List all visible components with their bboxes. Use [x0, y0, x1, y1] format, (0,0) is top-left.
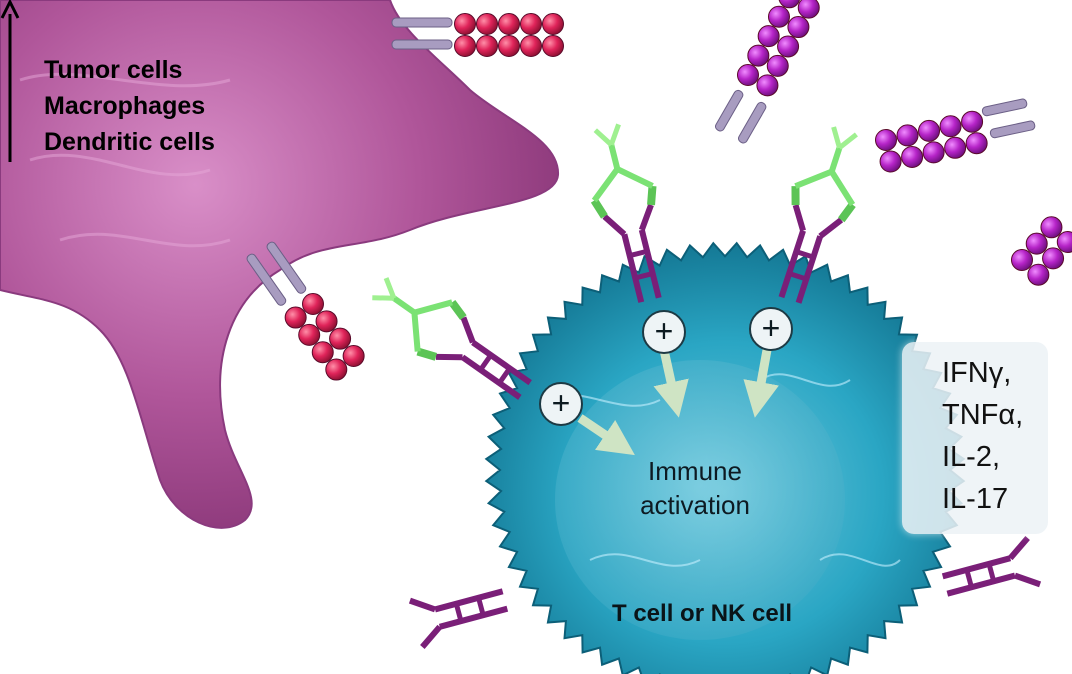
cytokine-list: IFNγ, TNFα, IL-2, IL-17: [942, 352, 1023, 520]
svg-text:+: +: [552, 385, 571, 421]
ligand-bead: [918, 119, 941, 142]
ligand-red-bottom: [246, 241, 365, 381]
receptor: [372, 277, 532, 400]
ligand-bead: [961, 110, 984, 133]
ligand-bead: [901, 145, 924, 168]
svg-text:+: +: [655, 313, 674, 349]
ligand-bead: [325, 358, 348, 381]
ligand-bead: [767, 5, 790, 28]
ligand-bead: [777, 35, 800, 58]
ligand-bead: [342, 345, 365, 368]
activation-arrow-3: [743, 349, 779, 418]
ligand-bead: [965, 132, 988, 155]
plus-circle-icon: +: [749, 307, 793, 351]
ligand-bead: [939, 115, 962, 138]
receptor: [778, 126, 858, 304]
ligand-bead: [311, 341, 334, 364]
ligand-bead: [1042, 247, 1065, 270]
plus-circle-icon: +: [642, 310, 686, 354]
ligand-bead: [298, 323, 321, 346]
antibody: [791, 126, 858, 223]
ligand-bead: [778, 0, 800, 9]
ligand-bead: [476, 35, 498, 57]
ligand-bead: [542, 35, 564, 57]
ligand-bead: [520, 35, 542, 57]
cytokine-panel: [902, 342, 1048, 534]
source-cell-label: Macrophages: [44, 92, 206, 120]
ligand-bead: [737, 64, 759, 86]
immune-activation-label: Immune activation: [640, 456, 750, 520]
activation-arrow-2: [653, 349, 689, 418]
ligand-bead: [747, 44, 770, 67]
ligand-bead: [787, 16, 810, 39]
source-cell-list: Tumor cells Macrophages Dendritic cells: [44, 52, 215, 160]
antibody: [590, 123, 657, 219]
ligand-bead: [922, 141, 945, 164]
cytokine-label: TNFα,: [942, 399, 1024, 431]
ligand-bead: [498, 35, 520, 57]
ligand-bead: [476, 13, 498, 35]
receptor: [408, 588, 509, 649]
cytokine-label: IFNγ,: [942, 357, 1012, 389]
plus-circle-icon: +: [539, 382, 583, 426]
ligand-bead: [875, 129, 897, 151]
ligand-bead: [1040, 216, 1063, 239]
ligand-bead: [1011, 249, 1033, 271]
up-arrow-icon: [0, 0, 20, 162]
ligand-bead: [797, 0, 820, 19]
tumor-texture: [19, 72, 231, 248]
t-cell-texture: [539, 373, 901, 567]
ligand-bead: [542, 13, 564, 35]
receptor: [941, 536, 1042, 597]
source-cell-label: Tumor cells: [44, 56, 183, 84]
ligand-bead: [879, 150, 902, 173]
cytokine-label: IL-2,: [942, 441, 1001, 473]
ligand-bead: [284, 306, 307, 329]
target-cell-label: T cell or NK cell: [612, 600, 793, 627]
ligand-red-top: [391, 13, 564, 57]
free-purple-ligands: [714, 0, 1072, 286]
ligand-bead: [756, 74, 779, 97]
antibody: [372, 277, 467, 361]
ligand-bead: [498, 13, 520, 35]
activation-arrow-1: [577, 414, 635, 456]
svg-text:+: +: [762, 310, 781, 346]
ligand-bead: [329, 327, 352, 350]
ligand-bead: [944, 136, 967, 159]
ligand-bead: [454, 13, 476, 35]
receptor: [590, 123, 662, 303]
ligand-bead: [766, 54, 789, 77]
ligand-bead: [520, 13, 542, 35]
ligand-bead: [1056, 231, 1072, 254]
ligand-bead: [896, 124, 919, 147]
ligand-bead: [302, 293, 324, 315]
ligand-bead: [1025, 232, 1048, 255]
ligand-bead: [757, 25, 780, 48]
activation-arrows: [577, 349, 779, 456]
ligand-bead: [1027, 263, 1050, 286]
ligand-bead: [454, 35, 476, 57]
cytokine-label: IL-17: [942, 483, 1009, 515]
source-cell-label: Dendritic cells: [44, 128, 215, 156]
receptors: [372, 123, 1042, 649]
ligand-bead: [315, 310, 338, 333]
